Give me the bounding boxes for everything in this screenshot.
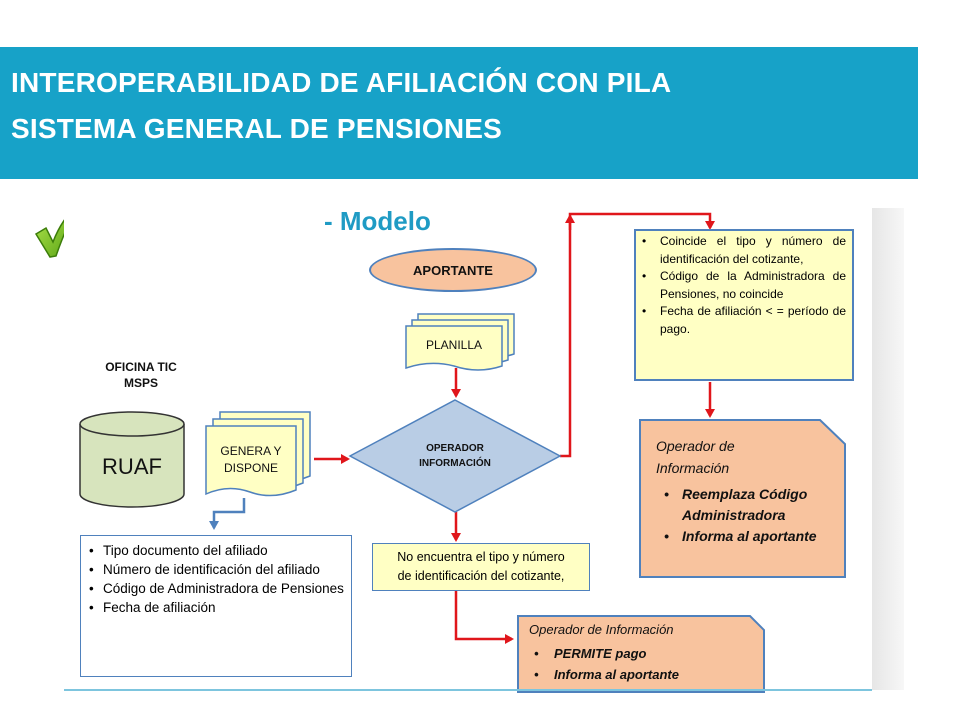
genera-label-line1: GENERA Y (220, 444, 282, 458)
ruaf-field-item: Fecha de afiliación (85, 598, 345, 617)
not-found-box: No encuentra el tipo y número de identif… (372, 543, 590, 591)
condition-item: Código de la Administradora de Pensiones… (638, 268, 846, 303)
permit-actions-list: PERMITE pago Informa al aportante (530, 643, 750, 685)
planilla-label: PLANILLA (425, 338, 483, 352)
replace-title-line2: Información (656, 460, 730, 476)
aportante-label: APORTANTE (413, 262, 493, 278)
planilla-node (405, 313, 515, 371)
diagram-title: - Modelo (324, 206, 431, 236)
diagram-bottom-rule (64, 689, 872, 691)
ruaf-field-item: Código de Administradora de Pensiones (85, 579, 345, 598)
ruaf-field-item: Tipo documento del afiliado (85, 541, 345, 560)
arrow-genera-to-fields (209, 498, 246, 530)
arrow-notfound-to-permit (454, 590, 514, 644)
replace-action-item: Informa al aportante (660, 526, 840, 547)
diagram-shadow (872, 208, 904, 690)
replace-title-line1: Operador de (656, 438, 735, 454)
flow-diagram: - Modelo APORTANTE PLANILLA OFICINA TIC … (64, 200, 872, 693)
ruaf-field-item: Número de identificación del afiliado (85, 560, 345, 579)
oficina-label-line1: OFICINA TIC (105, 360, 177, 374)
ruaf-label: RUAF (102, 454, 162, 479)
oficina-label-line2: MSPS (123, 376, 158, 390)
header-title-line2: SISTEMA GENERAL DE PENSIONES (11, 113, 503, 144)
not-found-line1: No encuentra el tipo y número (397, 550, 565, 564)
header-title-line1: INTEROPERABILIDAD DE AFILIACIÓN CON PILA (11, 67, 672, 98)
replace-action-item: Reemplaza Código Administradora (660, 484, 840, 526)
aportante-node: APORTANTE (369, 248, 537, 292)
permit-action-item: PERMITE pago (530, 643, 750, 664)
genera-label-line2: DISPONE (223, 461, 278, 475)
operador-informacion-decision (348, 399, 562, 513)
condition-box: Coincide el tipo y número de identificac… (634, 229, 854, 381)
ruaf-fields-list: Tipo documento del afiliado Número de id… (85, 541, 345, 617)
condition-list: Coincide el tipo y número de identificac… (638, 233, 846, 338)
condition-item: Fecha de afiliación < = período de pago. (638, 303, 846, 338)
header-banner: INTEROPERABILIDAD DE AFILIACIÓN CON PILA… (0, 47, 918, 179)
ruaf-fields-box: Tipo documento del afiliado Número de id… (80, 535, 352, 677)
operador-label-line2: INFORMACIÓN (419, 458, 491, 469)
ruaf-database-node (79, 411, 185, 508)
operador-label-line1: OPERADOR (426, 443, 484, 454)
permit-action-item: Informa al aportante (530, 664, 750, 685)
replace-actions-list: Reemplaza Código Administradora Informa … (660, 484, 840, 547)
condition-item: Coincide el tipo y número de identificac… (638, 233, 846, 268)
permit-title: Operador de Información (529, 622, 674, 637)
connector-arrows (209, 212, 715, 644)
genera-dispone-node (205, 411, 311, 497)
not-found-line2: de identificación del cotizante, (397, 569, 565, 583)
